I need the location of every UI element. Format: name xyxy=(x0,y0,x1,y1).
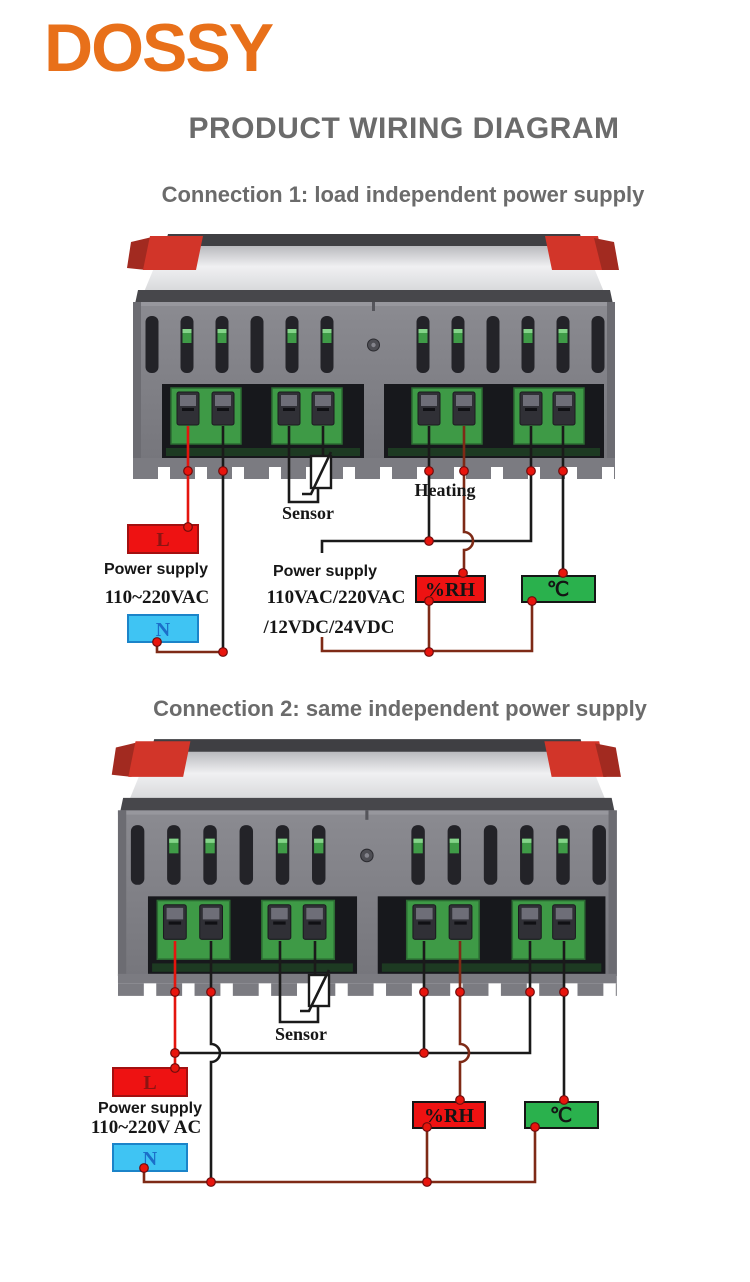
temperature-label: ℃ xyxy=(550,1105,572,1127)
power-supply-right-voltage1: 110VAC/220VAC xyxy=(267,587,406,608)
diagram1-wiring: L N %RH ℃ Power supply 110~220VAC Power … xyxy=(104,426,596,657)
power-bus-wire xyxy=(175,941,532,1055)
live-label: L xyxy=(143,1072,156,1094)
thermistor-diagonal xyxy=(302,451,333,496)
brand-logo: DOSSY xyxy=(44,10,274,86)
power-supply-label: Power supply xyxy=(98,1100,202,1117)
connection2-heading: Connection 2: same independent power sup… xyxy=(153,696,647,721)
junction-dots xyxy=(152,466,568,657)
sensor-wire xyxy=(278,941,320,1024)
power-supply-left-voltage: 110~220VAC xyxy=(105,587,210,608)
power-supply-voltage: 110~220V AC xyxy=(91,1117,201,1138)
humidity-wire xyxy=(458,941,471,1099)
neutral-box xyxy=(127,614,199,643)
sensor-wire xyxy=(287,426,320,504)
temperature-label: ℃ xyxy=(547,579,569,601)
controller-photo-2 xyxy=(110,738,622,997)
controller-photo-1 xyxy=(126,233,620,480)
humidity-label: %RH xyxy=(425,579,475,601)
live-label: L xyxy=(156,529,169,551)
sensor-label: Sensor xyxy=(275,1024,327,1044)
power-supply-left-label: Power supply xyxy=(104,561,208,578)
sensor-label: Sensor xyxy=(282,503,334,523)
neutral-box xyxy=(112,1143,188,1172)
humidity-label: %RH xyxy=(424,1105,474,1127)
power-supply-right-voltage2: /12VDC/24VDC xyxy=(263,617,395,638)
connection1-heading: Connection 1: load independent power sup… xyxy=(161,182,645,207)
humidity-wire xyxy=(462,426,475,572)
heating-label: Heating xyxy=(415,480,476,500)
diagram2-wiring: L N %RH ℃ Power supply 110~220V AC Senso… xyxy=(91,941,599,1187)
return-bus-wire xyxy=(142,1128,537,1184)
junction-dots xyxy=(139,987,569,1187)
thermistor-diagonal xyxy=(300,969,331,1013)
power-supply-right-label: Power supply xyxy=(273,563,377,580)
page-title: PRODUCT WIRING DIAGRAM xyxy=(188,112,620,145)
neutral-label: N xyxy=(156,619,171,641)
